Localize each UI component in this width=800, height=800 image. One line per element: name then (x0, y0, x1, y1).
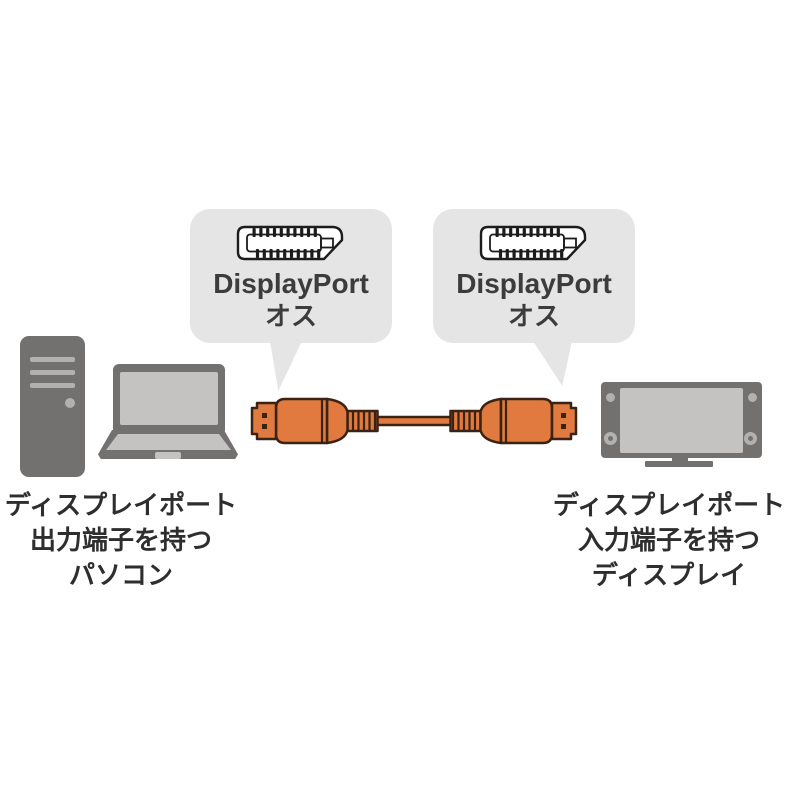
tower-vent-bar (30, 370, 75, 375)
caption-right: ディスプレイポート 入力端子を持つ ディスプレイ (543, 488, 795, 593)
desktop-tower-icon (20, 336, 85, 477)
monitor-stand-base (645, 461, 713, 467)
monitor-screw-icon (748, 393, 757, 402)
caption-right-line1: ディスプレイポート (552, 490, 786, 520)
caption-left-line3: パソコン (68, 560, 173, 590)
caption-right-line2: 入力端子を持つ (577, 525, 760, 555)
laptop-screen-frame (113, 364, 225, 431)
bubble-left-subtitle: オス (264, 301, 317, 331)
monitor-screw-icon (606, 393, 615, 402)
tower-power-button (65, 398, 75, 408)
monitor-bezel (601, 382, 762, 458)
bubble-right-subtitle: オス (507, 301, 560, 331)
caption-left-line2: 出力端子を持つ (29, 525, 212, 555)
speech-bubble-left: DisplayPort オス (190, 209, 392, 343)
laptop-screen (120, 372, 218, 425)
speech-bubble-tail-right (533, 341, 572, 386)
laptop-keyboard (106, 434, 231, 450)
speech-bubble-right: DisplayPort オス (433, 209, 635, 343)
laptop-touchpad (155, 452, 181, 459)
tower-vent-bar (30, 357, 75, 362)
caption-left-line1: ディスプレイポート (4, 490, 238, 520)
monitor-screen (620, 388, 743, 453)
speech-bubble-tail-left (270, 341, 302, 391)
caption-right-line3: ディスプレイ (591, 560, 747, 590)
caption-left: ディスプレイポート 出力端子を持つ パソコン (0, 488, 242, 593)
monitor-screw-icon (604, 432, 617, 445)
displayport-connector-icon (236, 225, 344, 261)
displayport-cable-icon (250, 397, 578, 445)
displayport-connector-icon (479, 225, 587, 261)
bubble-right-title: DisplayPort (456, 268, 612, 299)
bubble-left-title: DisplayPort (213, 268, 369, 299)
monitor-screw-icon (744, 432, 757, 445)
tower-vent-bar (30, 383, 75, 388)
